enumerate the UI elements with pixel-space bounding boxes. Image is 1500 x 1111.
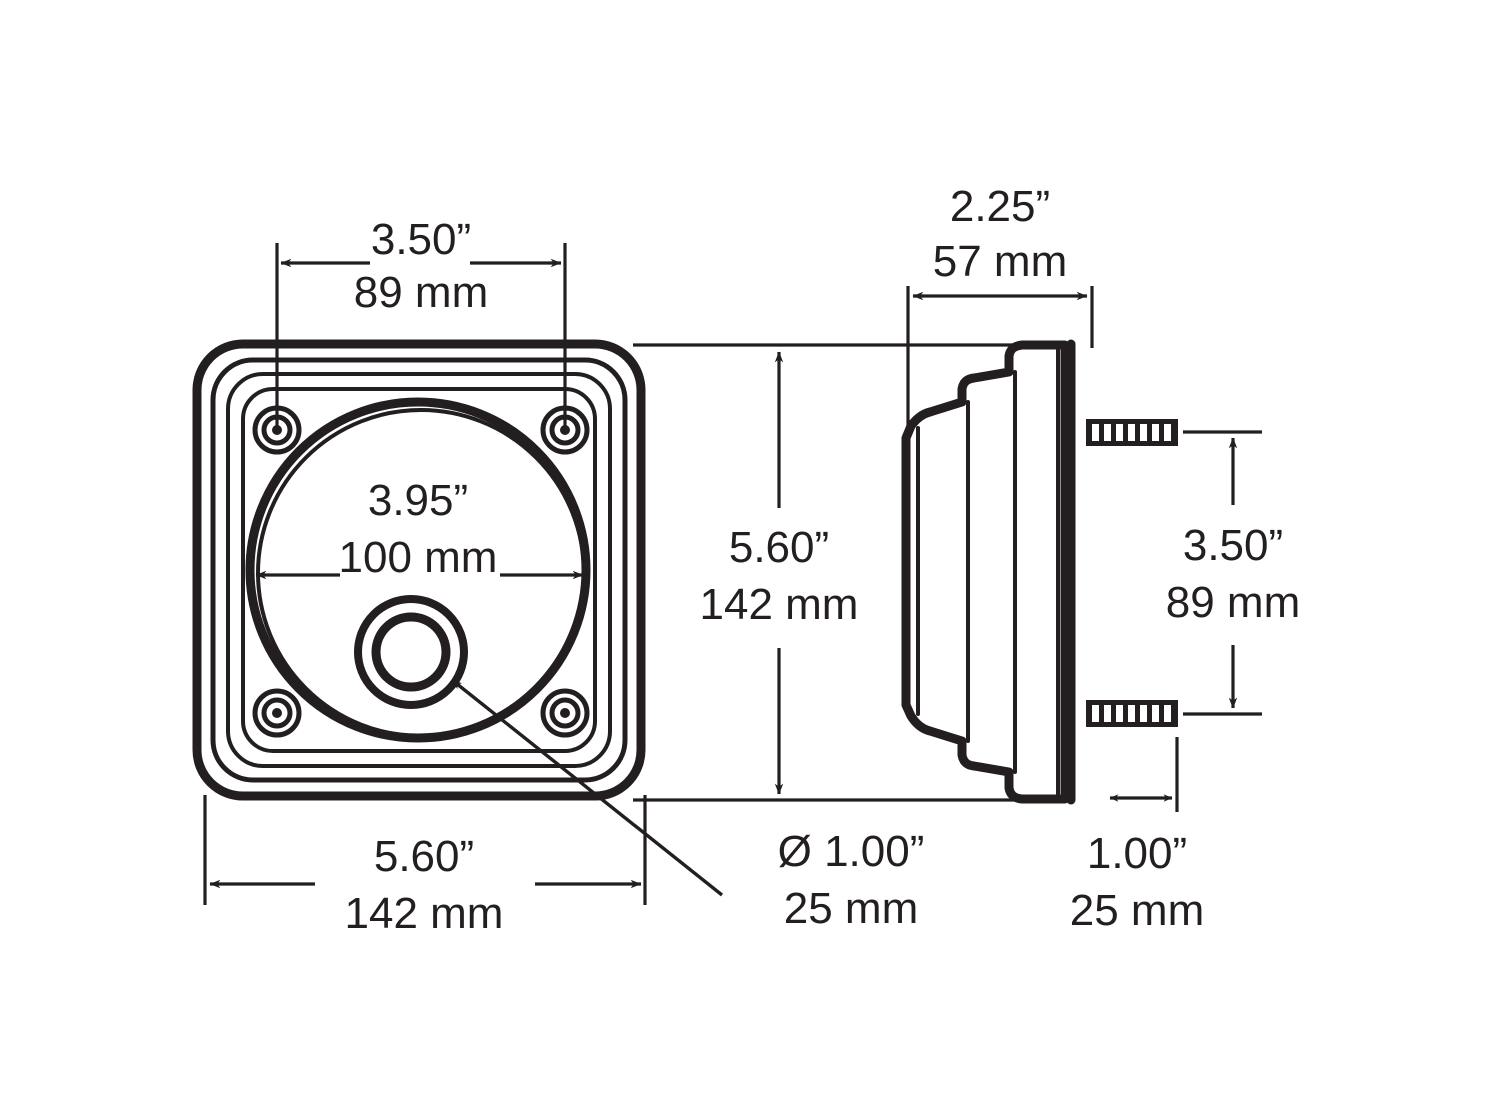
- dim-center-hole-diameter: Ø 1.00” 25 mm: [450, 678, 925, 933]
- dim-label-stud-spacing-mm: 89 mm: [1166, 578, 1300, 627]
- dim-body-depth: 2.25” 57 mm: [906, 182, 1094, 432]
- dim-label-stud-length-inches: 1.00”: [1087, 829, 1187, 878]
- dim-label-height-inches: 5.60”: [729, 523, 829, 572]
- dim-stud-length: 1.00” 25 mm: [1070, 737, 1204, 935]
- dim-mounting-hole-spacing: 3.50” 89 mm: [275, 215, 567, 432]
- dim-label-lens-mm: 100 mm: [339, 533, 498, 582]
- dim-label-lens-inches: 3.95”: [368, 476, 468, 525]
- dim-label-height-mm: 142 mm: [700, 580, 859, 629]
- dim-label-width-mm: 142 mm: [345, 889, 504, 938]
- dim-lens-diameter: 3.95” 100 mm: [255, 476, 584, 582]
- housing-ring-4-outline: [241, 387, 597, 753]
- side-view: [901, 339, 1178, 805]
- housing-ring-3-outline: [226, 372, 612, 768]
- dim-label-hole-spacing-inches: 3.50”: [371, 215, 471, 264]
- dim-label-center-hole-inches: Ø 1.00”: [778, 827, 925, 876]
- housing-ring-2-outline: [210, 357, 628, 783]
- dim-stud-spacing: 3.50” 89 mm: [1166, 430, 1300, 716]
- dim-overall-width: 5.60” 142 mm: [203, 795, 647, 938]
- dim-label-hole-spacing-mm: 89 mm: [354, 268, 488, 317]
- dim-label-center-hole-mm: 25 mm: [784, 884, 918, 933]
- dim-label-depth-inches: 2.25”: [950, 182, 1050, 231]
- mounting-stud-upper: [1086, 419, 1178, 446]
- leader-line-center-hole: [450, 678, 724, 897]
- mounting-hole-bottom-left: [252, 688, 302, 738]
- dim-label-width-inches: 5.60”: [374, 832, 474, 881]
- lens-outer-circle: [245, 397, 591, 743]
- dim-label-depth-mm: 57 mm: [933, 237, 1067, 286]
- center-hole-outer-ring: [354, 595, 468, 709]
- front-view: [192, 339, 646, 801]
- dim-label-stud-spacing-inches: 3.50”: [1183, 521, 1283, 570]
- dim-label-stud-length-mm: 25 mm: [1070, 886, 1204, 935]
- housing-outer-outline: [192, 339, 646, 801]
- mounting-stud-lower: [1086, 700, 1178, 727]
- mounting-hole-bottom-right: [540, 688, 590, 738]
- side-outer-profile: [901, 340, 1070, 804]
- center-hole-inner-ring: [371, 612, 451, 692]
- dim-overall-height: 5.60” 142 mm: [633, 343, 1060, 802]
